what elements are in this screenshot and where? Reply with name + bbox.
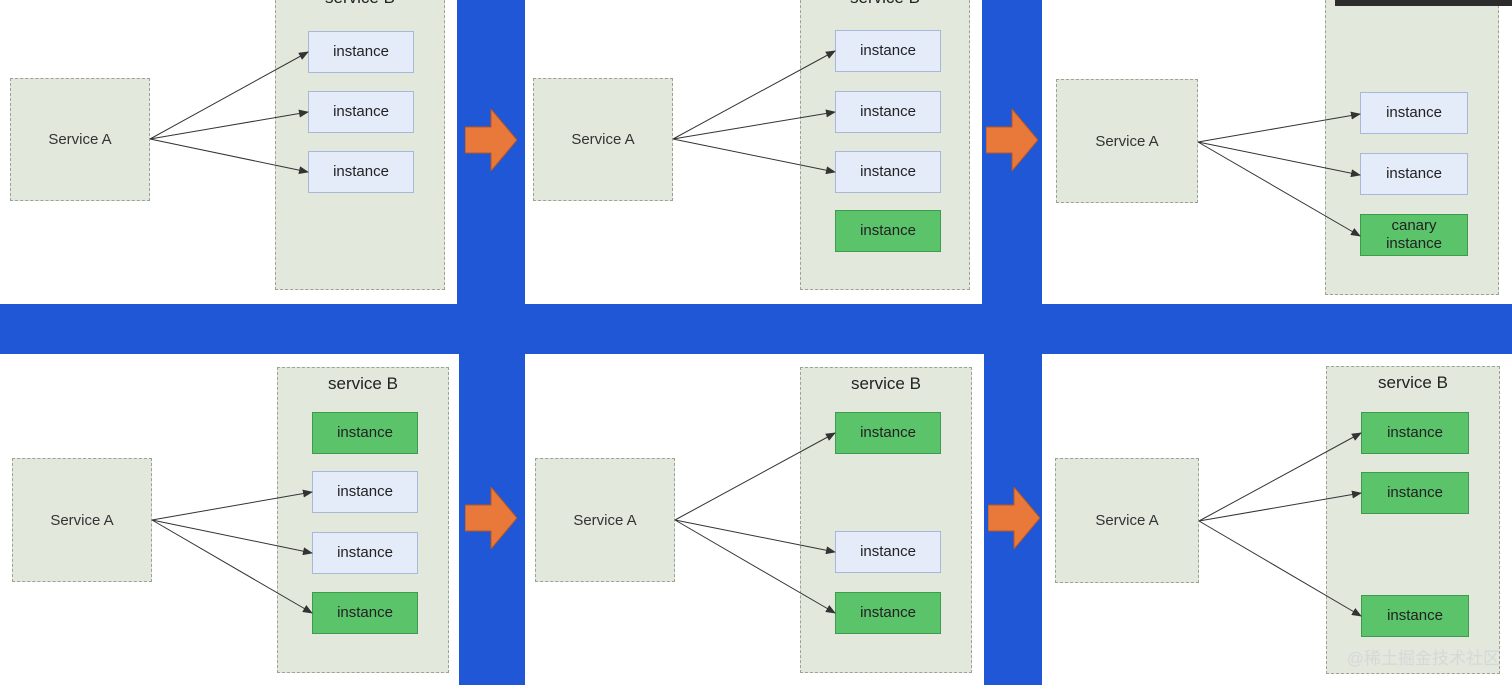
instance-old: instance: [835, 30, 941, 72]
service-a-box: Service A: [12, 458, 152, 582]
instance-new: instance: [1361, 595, 1469, 637]
instance-new: instance: [312, 592, 418, 634]
canary-instance: canary instance: [1360, 214, 1468, 256]
service-b-title: service B: [328, 374, 398, 393]
instance-label: instance: [860, 163, 916, 180]
instance-label: instance: [333, 103, 389, 120]
instance-label: instance: [860, 103, 916, 120]
instance-label: instance: [860, 424, 916, 441]
service-b-title: service B: [851, 374, 921, 393]
service-a-box: Service A: [535, 458, 675, 582]
instance-label: instance: [1387, 484, 1443, 501]
instance-old: instance: [308, 91, 414, 133]
instance-new: instance: [312, 412, 418, 454]
instance-old: instance: [835, 531, 941, 573]
instance-old: instance: [1360, 153, 1468, 195]
instance-label: instance: [337, 544, 393, 561]
instance-old: instance: [835, 91, 941, 133]
service-b-title: service B: [276, 0, 444, 8]
service-a-label: Service A: [1095, 132, 1159, 150]
stage-3-panel: Service A service B instance instance ca…: [1042, 0, 1512, 304]
instance-label: instance: [1387, 607, 1443, 624]
instance-label: instance: [1386, 165, 1442, 182]
step-arrow-icon: [465, 487, 517, 549]
instance-label: instance: [1386, 104, 1442, 121]
instance-new: instance: [835, 412, 941, 454]
instance-label: instance: [860, 42, 916, 59]
service-a-box: Service A: [10, 78, 150, 201]
step-arrow-icon: [986, 109, 1038, 171]
instance-label: instance: [337, 604, 393, 621]
instance-old: instance: [312, 532, 418, 574]
instance-new: instance: [1361, 472, 1469, 514]
instance-label: instance: [333, 43, 389, 60]
instance-label: instance: [860, 222, 916, 239]
step-arrow-icon: [988, 487, 1040, 549]
video-thumbnail: [1335, 0, 1512, 6]
service-a-box: Service A: [1055, 458, 1199, 583]
instance-old: instance: [835, 151, 941, 193]
instance-label: instance: [333, 163, 389, 180]
service-a-label: Service A: [573, 511, 637, 529]
instance-old: instance: [1360, 92, 1468, 134]
stage-2-panel: Service A service B instance instance in…: [525, 0, 982, 304]
service-a-box: Service A: [533, 78, 673, 201]
instance-old: instance: [312, 471, 418, 513]
instance-label: instance: [860, 604, 916, 621]
stage-4-panel: Service A service B instance instance in…: [0, 354, 459, 685]
service-a-label: Service A: [50, 511, 114, 529]
instance-new: instance: [835, 592, 941, 634]
instance-label: instance: [337, 483, 393, 500]
step-arrow-icon: [465, 109, 517, 171]
service-b-title: service B: [1378, 373, 1448, 392]
watermark: @稀土掘金技术社区: [1346, 649, 1500, 668]
service-a-label: Service A: [571, 131, 635, 148]
instance-old: instance: [308, 151, 414, 193]
service-b-title: service B: [801, 0, 969, 8]
instance-old: instance: [308, 31, 414, 73]
stage-6-panel: Service A service B instance instance in…: [1042, 354, 1512, 685]
instance-new: instance: [1361, 412, 1469, 454]
instance-label: instance: [860, 543, 916, 560]
service-a-label: Service A: [1095, 512, 1159, 529]
instance-label: instance: [1387, 424, 1443, 441]
instance-label: instance: [337, 424, 393, 441]
instance-new: instance: [835, 210, 941, 252]
service-a-label: Service A: [48, 131, 112, 148]
canary-instance-label: canary instance: [1386, 217, 1442, 252]
service-a-box: Service A: [1056, 79, 1198, 203]
stage-5-panel: Service A service B instance instance in…: [525, 354, 984, 685]
stage-1-panel: Service A service B instance instance in…: [0, 0, 457, 304]
